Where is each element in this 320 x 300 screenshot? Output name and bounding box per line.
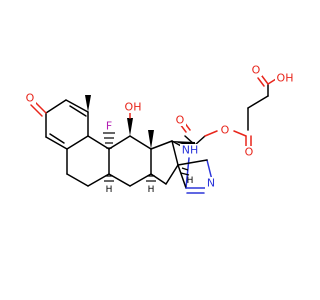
molecule-structure: O OH F O O O O OH NH N H H H bbox=[24, 64, 295, 195]
c20-carbonyl-oxygen-label: O bbox=[176, 114, 185, 127]
ester-oxygen-label: O bbox=[221, 124, 230, 137]
h-c8-hash bbox=[104, 175, 114, 182]
acid-hydroxyl-label: OH bbox=[277, 72, 294, 85]
ester-o-bond-2 bbox=[233, 130, 247, 137]
ring-b-bonds bbox=[66, 135, 110, 187]
ketone-bond bbox=[34, 101, 47, 114]
fluorine-hash-bond bbox=[103, 132, 115, 149]
pyrazoline-bonds bbox=[171, 140, 213, 194]
acid-carbonyl-oxygen-label: O bbox=[252, 64, 261, 77]
methyl-c10-wedge bbox=[85, 95, 91, 112]
ring-a-bonds bbox=[45, 99, 89, 150]
h-c8-label: H bbox=[106, 185, 113, 195]
h-c16-label: H bbox=[187, 176, 194, 186]
hydroxyl-label: OH bbox=[125, 101, 142, 114]
succinyl-bond-2 bbox=[247, 95, 269, 109]
acid-carbonyl-bond-2 bbox=[257, 77, 265, 87]
ketone-oxygen-label: O bbox=[26, 92, 35, 105]
methyl-c13-wedge bbox=[148, 130, 154, 149]
acid-oh-bond bbox=[267, 78, 277, 85]
ester-carbonyl-oxygen-label: O bbox=[245, 146, 254, 159]
pyrazoline-nh-label: NH bbox=[182, 144, 199, 157]
h-c14-hash bbox=[146, 175, 156, 182]
ester-o-bond-1 bbox=[204, 130, 218, 137]
c20-o-bond bbox=[184, 135, 196, 146]
ketone-bond-2 bbox=[30, 104, 43, 117]
pyrazoline-n-label: N bbox=[207, 177, 215, 190]
hydroxyl-wedge bbox=[127, 118, 133, 136]
c20-c21-bond bbox=[194, 135, 206, 146]
fluorine-label: F bbox=[106, 120, 112, 133]
acid-carbonyl-bond-1 bbox=[261, 75, 269, 85]
h-c14-label: H bbox=[148, 185, 155, 195]
h-c16-hash bbox=[180, 167, 190, 176]
ring-d-bonds bbox=[150, 140, 179, 185]
ring-c-bonds bbox=[108, 135, 152, 187]
